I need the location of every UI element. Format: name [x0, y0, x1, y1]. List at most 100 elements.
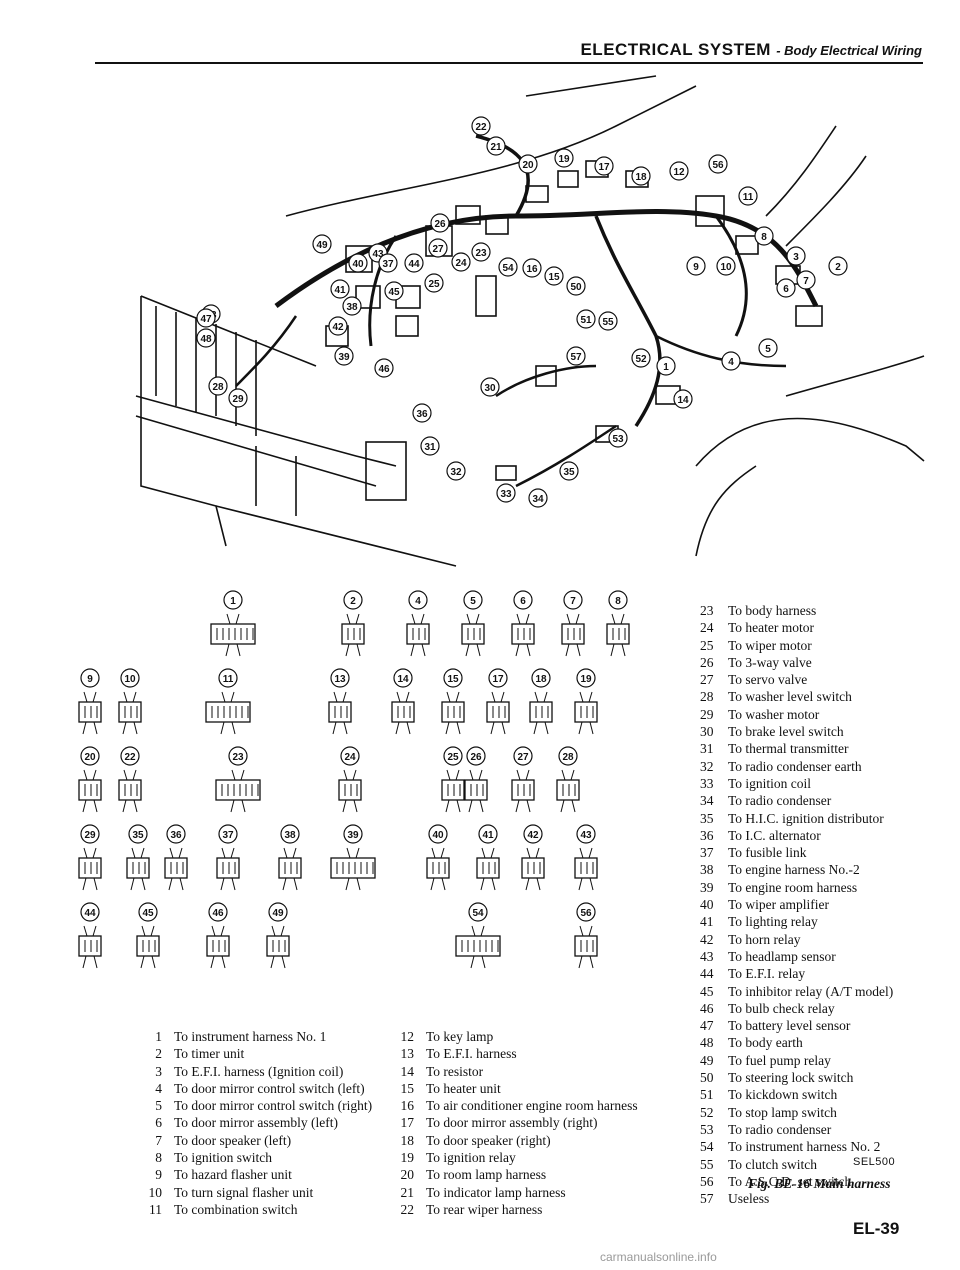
legend-text: To ignition coil	[728, 775, 812, 791]
svg-text:35: 35	[563, 467, 575, 478]
legend-text: To headlamp sensor	[728, 948, 836, 964]
svg-text:10: 10	[124, 674, 136, 685]
svg-text:40: 40	[432, 830, 444, 841]
legend-number: 39	[700, 879, 714, 895]
connector-face: 6	[511, 590, 535, 657]
diagram-callout: 48	[196, 328, 216, 348]
svg-text:4: 4	[728, 357, 734, 368]
legend-number: 23	[700, 603, 714, 618]
svg-text:42: 42	[527, 830, 539, 841]
legend-text: To 3-way valve	[728, 654, 812, 670]
svg-text:46: 46	[212, 908, 224, 919]
diagram-callout: 33	[496, 483, 516, 503]
svg-text:24: 24	[455, 258, 467, 269]
figure-caption: Fig. BE-16 Main harness	[748, 1176, 891, 1191]
svg-text:44: 44	[84, 908, 96, 919]
diagram-callout: 26	[430, 213, 450, 233]
legend-number: 37	[700, 845, 714, 861]
legend-number: 57	[700, 1191, 714, 1207]
connector-face: 25	[441, 746, 465, 813]
diagram-callout: 38	[342, 296, 362, 316]
svg-text:48: 48	[200, 334, 212, 345]
svg-text:7: 7	[570, 596, 576, 607]
watermark: carmanualsonline.info	[600, 1250, 717, 1264]
legend-number: 53	[700, 1121, 714, 1137]
diagram-callout: 29	[228, 388, 248, 408]
legend-number: 13	[400, 1046, 415, 1062]
legend-number: 50	[700, 1070, 714, 1086]
svg-text:1: 1	[230, 596, 236, 607]
legend-item: 57 Useless	[700, 1190, 893, 1207]
legend-number: 56	[700, 1173, 714, 1189]
legend-number: 32	[700, 758, 714, 774]
legend-text: To combination switch	[174, 1201, 298, 1217]
connector-face: 18	[529, 668, 553, 735]
diagram-callout: 32	[446, 461, 466, 481]
page-header: ELECTRICAL SYSTEM - Body Electrical Wiri…	[522, 40, 922, 60]
legend-number: 28	[700, 689, 714, 705]
svg-text:20: 20	[84, 752, 96, 763]
diagram-callout: 51	[576, 309, 596, 329]
legend-text: To indicator lamp harness	[426, 1184, 566, 1200]
legend-text: To steering lock switch	[728, 1070, 854, 1086]
connector-face: 9	[78, 668, 102, 735]
svg-text:15: 15	[548, 272, 560, 283]
legend-number: 31	[700, 741, 714, 757]
header-rule	[95, 62, 923, 64]
legend-text: To radio condenser earth	[728, 758, 862, 774]
connector-face: 4	[406, 590, 430, 657]
page-number: EL-39	[853, 1219, 900, 1238]
connector-face: 35	[126, 824, 150, 891]
legend-number: 7	[155, 1132, 162, 1148]
svg-text:6: 6	[520, 596, 526, 607]
legend-number: 20	[400, 1167, 415, 1183]
svg-text:40: 40	[352, 259, 364, 270]
diagram-callout: 57	[566, 346, 586, 366]
legend-text: To I.C. alternator	[728, 827, 821, 843]
legend-number: 22	[400, 1201, 415, 1217]
legend-text: To door mirror assembly (left)	[174, 1115, 339, 1131]
legend-number: 45	[700, 983, 714, 999]
connector-face: 37	[216, 824, 240, 891]
connector-face: 17	[486, 668, 510, 735]
svg-text:12: 12	[673, 167, 685, 178]
svg-text:37: 37	[382, 259, 394, 270]
diagram-callout: 27	[428, 238, 448, 258]
legend-item: 32 To radio condenser earth	[700, 758, 893, 775]
legend-number: 18	[400, 1132, 415, 1148]
diagram-callout: 10	[716, 256, 736, 276]
legend-text: To radio condenser	[728, 793, 832, 809]
svg-text:42: 42	[332, 322, 344, 333]
legend-text: Useless	[728, 1191, 770, 1207]
legend-text: To servo valve	[728, 672, 808, 688]
svg-text:32: 32	[450, 467, 462, 478]
legend-text: To door mirror control switch (left)	[174, 1080, 365, 1096]
legend-text: To body earth	[728, 1035, 803, 1051]
diagram-callout: 50	[566, 276, 586, 296]
svg-text:30: 30	[484, 383, 496, 394]
diagram-callout: 15	[544, 266, 564, 286]
legend-text: To rear wiper harness	[426, 1201, 543, 1217]
diagram-callout: 41	[330, 279, 350, 299]
header-subtitle: - Body Electrical Wiring	[776, 43, 922, 58]
legend-text: To brake level switch	[728, 724, 844, 740]
legend-number: 47	[700, 1018, 714, 1034]
diagram-callout: 18	[631, 166, 651, 186]
svg-text:21: 21	[490, 142, 502, 153]
svg-text:34: 34	[532, 494, 544, 505]
